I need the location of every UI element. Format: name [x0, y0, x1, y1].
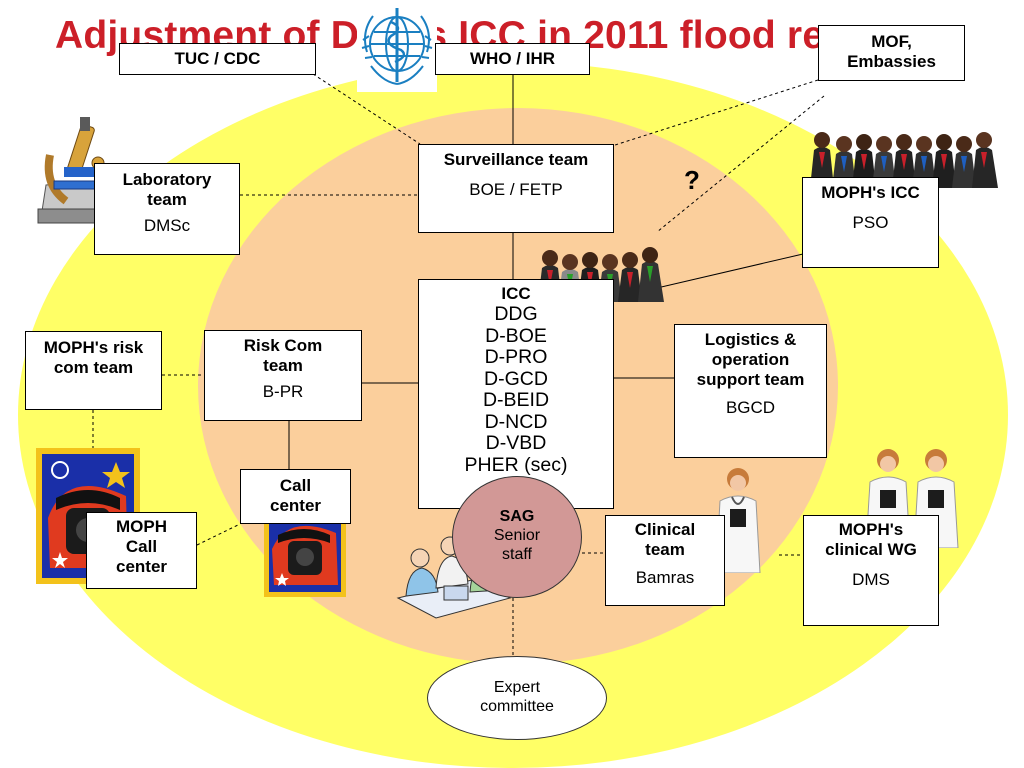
moph-clinical-wg-box: MOPH's clinical WG DMS	[803, 515, 939, 626]
moph-icc-members: PSO	[852, 213, 889, 232]
icc-box: ICC DDG D-BOE D-PRO D-GCD D-BEID D-NCD D…	[418, 279, 614, 509]
sag-line-2: staff	[502, 546, 532, 563]
sag-circle: SAG Senior staff	[452, 476, 582, 598]
moph-icc-title: MOPH's ICC	[821, 183, 920, 202]
sag-title: SAG	[499, 508, 535, 525]
mof-embassies-box: MOF, Embassies	[818, 25, 965, 81]
expert-line-1: Expert	[493, 679, 541, 696]
logistics-team-box: Logistics & operation support team BGCD	[674, 324, 827, 458]
icc-member: D-BEID	[482, 389, 550, 411]
icc-member: PHER (sec)	[464, 453, 568, 476]
who-ihr-box: WHO / IHR	[435, 43, 590, 75]
moph-call-center-box: MOPH Call center	[86, 512, 197, 589]
icc-member: D-NCD	[484, 410, 548, 433]
call-center-title: Call center	[269, 476, 322, 515]
expert-committee-oval: Expert committee	[427, 656, 607, 740]
risk-com-team-box: Risk Com team B-PR	[204, 330, 362, 421]
question-mark: ?	[684, 165, 700, 195]
moph-icc-box: MOPH's ICC PSO	[802, 177, 939, 268]
clinical-team-title: Clinical team	[634, 520, 696, 559]
laboratory-team-title: Laboratory team	[122, 170, 212, 209]
doctor-icon	[710, 467, 766, 574]
risk-com-team-members: B-PR	[262, 382, 304, 401]
surveillance-team-title: Surveillance team	[443, 150, 589, 169]
logistics-team-members: BGCD	[725, 398, 776, 417]
sag-line-1: Senior	[493, 527, 541, 544]
moph-risk-com-box: MOPH's risk com team	[25, 331, 162, 410]
icc-member: D-PRO	[484, 346, 548, 368]
icc-member: D-VBD	[485, 432, 547, 454]
who-emblem-icon	[357, 2, 437, 92]
call-center-box: Call center	[240, 469, 351, 524]
clinical-team-box: Clinical team Bamras	[605, 515, 725, 606]
surveillance-team-members: BOE / FETP	[469, 180, 563, 199]
icc-member: D-BOE	[485, 324, 547, 347]
who-ihr-label: WHO / IHR	[470, 49, 555, 68]
expert-line-2: committee	[480, 698, 554, 715]
laboratory-team-box: Laboratory team DMSc	[94, 163, 240, 255]
risk-com-team-title: Risk Com team	[243, 336, 323, 375]
tuc-cdc-label: TUC / CDC	[174, 49, 261, 68]
moph-call-center-title: MOPH Call center	[115, 517, 168, 576]
microscope-icon	[36, 115, 118, 227]
mof-embassies-label: MOF, Embassies	[847, 32, 936, 71]
moph-clinical-wg-title: MOPH's clinical WG	[825, 520, 917, 559]
moph-risk-com-title: MOPH's risk com team	[43, 338, 144, 377]
icc-title: ICC	[501, 284, 531, 303]
icc-member: DDG	[494, 303, 538, 325]
icc-member: D-GCD	[484, 367, 548, 390]
moph-clinical-wg-members: DMS	[852, 570, 890, 589]
clinical-team-members: Bamras	[635, 568, 695, 587]
logistics-team-title: Logistics & operation support team	[696, 330, 805, 389]
laboratory-team-members: DMSc	[143, 216, 191, 235]
surveillance-team-box: Surveillance team BOE / FETP	[418, 144, 614, 233]
tuc-cdc-box: TUC / CDC	[119, 43, 316, 75]
